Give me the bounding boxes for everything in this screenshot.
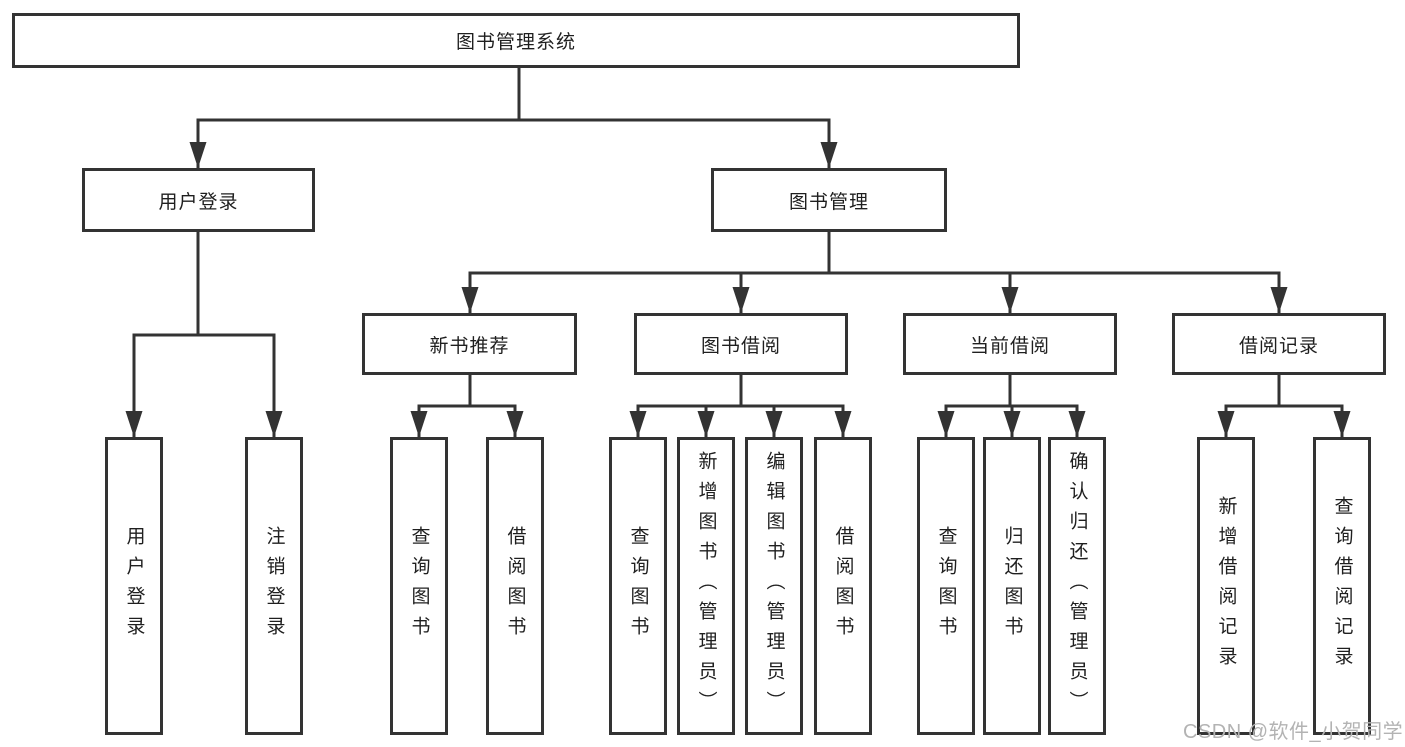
- leaf-confirm-return-admin: 确认归还（管理员）: [1048, 437, 1106, 735]
- leaf-user-login: 用户登录: [105, 437, 163, 735]
- leaf-add-books-admin-label: 新增图书（管理员）: [695, 451, 717, 721]
- leaf-borrow-books-recommend: 借阅图书: [486, 437, 544, 735]
- leaf-return-books: 归还图书: [983, 437, 1041, 735]
- node-current-borrow: 当前借阅: [903, 313, 1117, 375]
- leaf-logout: 注销登录: [245, 437, 303, 735]
- node-library-management-system: 图书管理系统: [12, 13, 1020, 68]
- leaf-query-books-current-label: 查询图书: [935, 526, 957, 646]
- node-new-book-recommend: 新书推荐: [362, 313, 577, 375]
- leaf-user-login-label: 用户登录: [123, 526, 145, 646]
- leaf-borrow-books: 借阅图书: [814, 437, 872, 735]
- node-borrow-records: 借阅记录: [1172, 313, 1386, 375]
- leaf-query-books-current: 查询图书: [917, 437, 975, 735]
- leaf-query-books-recommend-label: 查询图书: [408, 526, 430, 646]
- leaf-query-borrow-record: 查询借阅记录: [1313, 437, 1371, 735]
- leaf-return-books-label: 归还图书: [1001, 526, 1023, 646]
- leaf-borrow-books-label: 借阅图书: [832, 526, 854, 646]
- leaf-edit-books-admin: 编辑图书（管理员）: [745, 437, 803, 735]
- leaf-add-books-admin: 新增图书（管理员）: [677, 437, 735, 735]
- leaf-logout-label: 注销登录: [263, 526, 285, 646]
- watermark: CSDN @软件_小贺同学: [1183, 721, 1404, 743]
- leaf-edit-books-admin-label: 编辑图书（管理员）: [763, 451, 785, 721]
- leaf-add-borrow-record-label: 新增借阅记录: [1215, 496, 1237, 676]
- leaf-confirm-return-admin-label: 确认归还（管理员）: [1066, 451, 1088, 721]
- leaf-add-borrow-record: 新增借阅记录: [1197, 437, 1255, 735]
- node-book-borrow: 图书借阅: [634, 313, 848, 375]
- node-book-management: 图书管理: [711, 168, 947, 232]
- node-user-login: 用户登录: [82, 168, 315, 232]
- leaf-query-books-recommend: 查询图书: [390, 437, 448, 735]
- leaf-query-borrow-record-label: 查询借阅记录: [1331, 496, 1353, 676]
- leaf-query-books-borrow-label: 查询图书: [627, 526, 649, 646]
- leaf-query-books-borrow: 查询图书: [609, 437, 667, 735]
- leaf-borrow-books-recommend-label: 借阅图书: [504, 526, 526, 646]
